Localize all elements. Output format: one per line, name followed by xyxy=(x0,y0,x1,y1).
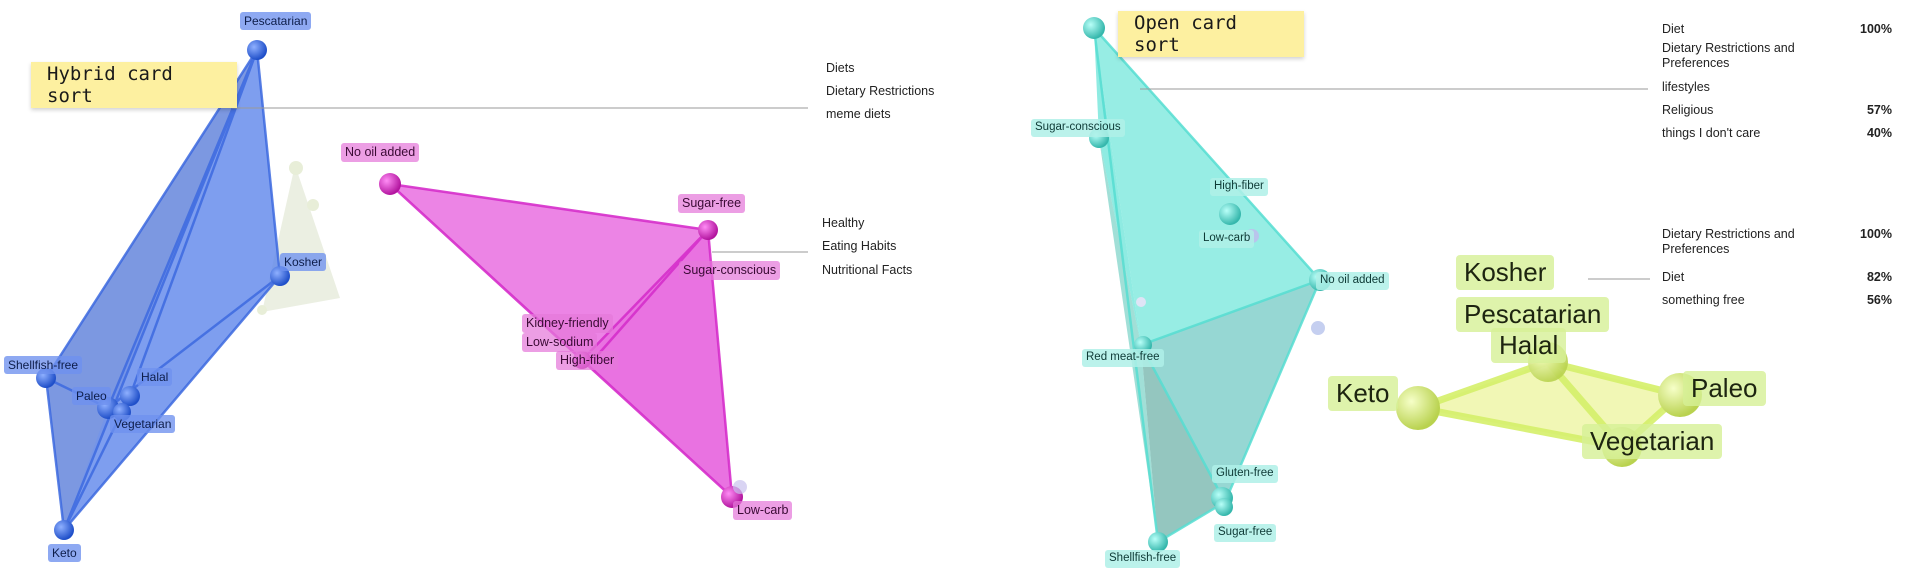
node-high-fiber-open[interactable] xyxy=(1219,203,1241,225)
card-label-vegetarian[interactable]: Vegetarian xyxy=(110,415,176,434)
open-g1-label-dont-care: things I don't care xyxy=(1662,126,1761,140)
node-sugar-conscious-open[interactable] xyxy=(1083,17,1105,39)
open-g2-label-diet: Diet xyxy=(1662,270,1685,284)
card-label-halal[interactable]: Halal xyxy=(1491,328,1567,364)
card-label-high-fiber[interactable]: High-fiber xyxy=(1210,178,1268,196)
hybrid-category-nutritional-facts: Nutritional Facts xyxy=(822,263,913,277)
card-label-shellfish-free[interactable]: Shellfish-free xyxy=(4,356,83,375)
blue-cluster-shape xyxy=(44,49,282,531)
card-label-halal[interactable]: Halal xyxy=(137,368,173,387)
open-g1-label-dietary-restrictions: Dietary Restrictions and Preferences xyxy=(1662,41,1795,70)
hybrid-category-healthy: Healthy xyxy=(822,216,865,230)
hybrid-category-diets: Diets xyxy=(826,61,855,75)
card-label-low-carb[interactable]: Low-carb xyxy=(1199,230,1255,248)
card-label-vegetarian[interactable]: Vegetarian xyxy=(1582,424,1723,460)
open-g1-pct-religious: 57% xyxy=(1866,103,1892,117)
card-label-gluten-free[interactable]: Gluten-free xyxy=(1212,465,1278,483)
hybrid-category-dietary-restrictions: Dietary Restrictions xyxy=(826,84,935,98)
card-label-kosher[interactable]: Kosher xyxy=(1456,255,1555,291)
node-sugar-free[interactable] xyxy=(698,220,718,240)
card-label-keto[interactable]: Keto xyxy=(1328,376,1398,412)
open-g1-pct-diet: 100% xyxy=(1860,22,1892,36)
card-label-kidney-friendly[interactable]: Kidney-friendly xyxy=(522,314,613,333)
card-label-shellfish-free[interactable]: Shellfish-free xyxy=(1105,550,1181,568)
hybrid-category-eating-habits: Eating Habits xyxy=(822,239,897,253)
open-g1-label-religious: Religious xyxy=(1662,103,1714,117)
open-g2-pct-something-free: 56% xyxy=(1866,293,1892,307)
card-label-low-carb[interactable]: Low-carb xyxy=(733,501,793,520)
card-label-no-oil-added[interactable]: No oil added xyxy=(341,143,420,162)
node-keto[interactable] xyxy=(54,520,74,540)
card-label-sugar-free[interactable]: Sugar-free xyxy=(678,194,746,213)
open-g1-label-diet: Diet xyxy=(1662,22,1685,36)
hybrid-category-meme-diets: meme diets xyxy=(826,107,891,121)
node-sugar-free-open[interactable] xyxy=(1215,498,1233,516)
card-label-red-meat-free[interactable]: Red meat-free xyxy=(1082,349,1164,367)
faint-node-open xyxy=(1311,321,1325,335)
card-label-keto[interactable]: Keto xyxy=(48,544,81,563)
open-g2-label-dietary-restrictions: Dietary Restrictions and Preferences xyxy=(1662,227,1795,256)
card-label-pescatarian[interactable]: Pescatarian xyxy=(240,12,312,31)
faint-node xyxy=(733,480,747,494)
node-halal[interactable] xyxy=(120,386,140,406)
card-label-paleo[interactable]: Paleo xyxy=(1683,371,1766,407)
open-g2-pct-dietary-restrictions: 100% xyxy=(1860,227,1892,241)
card-label-sugar-conscious[interactable]: Sugar-conscious xyxy=(1031,119,1125,137)
hybrid-sort-title: Hybrid card sort xyxy=(31,62,237,108)
card-label-kosher[interactable]: Kosher xyxy=(280,253,327,272)
open-g1-label-lifestyles: lifestyles xyxy=(1662,80,1710,94)
node-shellfish-free-open[interactable] xyxy=(1148,532,1168,552)
open-g2-pct-diet: 82% xyxy=(1866,270,1892,284)
card-label-sugar-conscious[interactable]: Sugar-conscious xyxy=(679,261,781,280)
open-g1-pct-dont-care: 40% xyxy=(1866,126,1892,140)
cyan-cluster-shape xyxy=(1092,27,1322,544)
card-label-high-fiber[interactable]: High-fiber xyxy=(556,351,619,370)
card-label-sugar-free[interactable]: Sugar-free xyxy=(1214,524,1277,542)
card-label-low-sodium[interactable]: Low-sodium xyxy=(522,333,598,352)
node-no-oil-added[interactable] xyxy=(379,173,401,195)
node-pescatarian[interactable] xyxy=(247,40,267,60)
card-label-pescatarian[interactable]: Pescatarian xyxy=(1456,297,1610,333)
open-g2-label-something-free: something free xyxy=(1662,293,1745,307)
card-label-paleo[interactable]: Paleo xyxy=(72,387,111,406)
open-sort-title: Open card sort xyxy=(1118,11,1304,57)
card-label-no-oil-added[interactable]: No oil added xyxy=(1316,272,1389,290)
node-keto-open[interactable] xyxy=(1396,386,1440,430)
connector-lines xyxy=(232,88,1650,280)
faint-node-open-2 xyxy=(1136,297,1146,307)
